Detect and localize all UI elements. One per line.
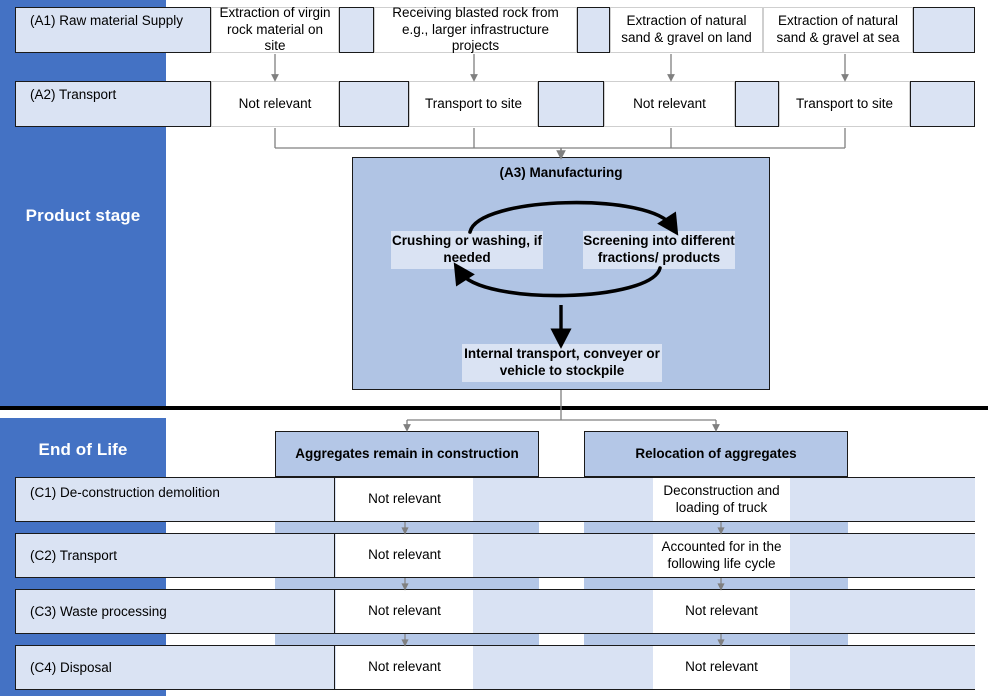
a1-option-2[interactable]: Extraction of natural sand & gravel on l… (610, 7, 763, 53)
a2-option-0[interactable]: Not relevant (211, 81, 339, 127)
a1-option-1-text: Receiving blasted rock from e.g., larger… (392, 4, 559, 54)
row-label-a1-text: (A1) Raw material Supply (30, 13, 184, 28)
a2-option-3-text: Transport to site (795, 95, 894, 111)
row-label-a2-text: (A2) Transport (30, 87, 117, 102)
eol-cell-r1-c1-text: Accounted for in the following life cycl… (661, 538, 782, 571)
eol-cell-r1-c1[interactable]: Accounted for in the following life cycl… (653, 534, 790, 577)
eol-cell-r2-c1-text: Not relevant (685, 603, 758, 619)
eol-cell-r2-c0-text: Not relevant (368, 603, 441, 619)
a2-option-1[interactable]: Transport to site (409, 81, 538, 127)
eol-cell-r1-c0[interactable]: Not relevant (336, 534, 473, 577)
a3-step-crushing-text: Crushing or washing, if needed (391, 233, 542, 265)
a3-step-internal-transport-text: Internal transport, conveyer or vehicle … (464, 346, 660, 378)
product-stage-label: Product stage (25, 206, 141, 225)
a1-chip-1 (577, 7, 610, 53)
a2-option-2[interactable]: Not relevant (604, 81, 735, 127)
a3-step-crushing[interactable]: Crushing or washing, if needed (391, 231, 543, 269)
end-of-life-label: End of Life (38, 440, 128, 459)
eol-cell-r0-c0-text: Not relevant (368, 491, 441, 507)
row-label-a2: (A2) Transport (15, 81, 211, 127)
eol-column-header-1: Relocation of aggregates (584, 431, 848, 477)
eol-column-header-0: Aggregates remain in construction (275, 431, 539, 477)
a1-option-0-text: Extraction of virgin rock material on si… (219, 4, 331, 54)
row-label-c2-text: (C2) Transport (30, 547, 118, 563)
a1-option-2-text: Extraction of natural sand & gravel on l… (621, 13, 752, 45)
eol-cell-r3-c1[interactable]: Not relevant (653, 646, 790, 689)
row-label-c4-text: (C4) Disposal (30, 659, 112, 675)
eol-cell-r2-c0[interactable]: Not relevant (336, 590, 473, 633)
row-label-c2: (C2) Transport (15, 533, 335, 578)
stage-divider-rule (0, 406, 988, 410)
a1-option-3-text: Extraction of natural sand & gravel at s… (776, 13, 900, 45)
a2-option-3[interactable]: Transport to site (779, 81, 910, 127)
row-label-c1: (C1) De-construction demolition (15, 477, 335, 522)
a1-option-3[interactable]: Extraction of natural sand & gravel at s… (763, 7, 913, 53)
eol-cell-r0-c1-text: Deconstruction and loading of truck (663, 482, 780, 515)
a1-chip-0 (339, 7, 374, 53)
a3-step-internal-transport[interactable]: Internal transport, conveyer or vehicle … (462, 344, 662, 382)
a3-step-screening[interactable]: Screening into different fractions/ prod… (583, 231, 735, 269)
a3-to-eol-bus (407, 390, 716, 421)
a1-option-0[interactable]: Extraction of virgin rock material on si… (211, 4, 339, 54)
eol-cell-r3-c0-text: Not relevant (368, 659, 441, 675)
a2-chip-2 (735, 81, 779, 127)
eol-cell-r0-c0[interactable]: Not relevant (336, 478, 473, 521)
eol-cell-r3-c0[interactable]: Not relevant (336, 646, 473, 689)
a2-chip-0 (339, 81, 409, 127)
a2-option-0-text: Not relevant (238, 95, 312, 111)
row-label-a1: (A1) Raw material Supply (15, 7, 211, 53)
a2-option-2-text: Not relevant (633, 95, 706, 111)
row-label-c3: (C3) Waste processing (15, 589, 335, 634)
a1-to-a2-arrows (271, 54, 849, 82)
a1-option-1[interactable]: Receiving blasted rock from e.g., larger… (374, 4, 577, 54)
a3-title: (A3) Manufacturing (499, 164, 623, 180)
a3-step-screening-text: Screening into different fractions/ prod… (583, 233, 735, 265)
row-label-c4: (C4) Disposal (15, 645, 335, 690)
eol-cell-r0-c1[interactable]: Deconstruction and loading of truck (653, 478, 790, 521)
eol-column-header-1-text: Relocation of aggregates (635, 445, 797, 461)
a2-chip-3 (910, 81, 975, 127)
eol-cell-r3-c1-text: Not relevant (685, 659, 758, 675)
eol-cell-r1-c0-text: Not relevant (368, 547, 441, 563)
a2-merge-bus (274, 128, 846, 149)
eol-column-header-0-text: Aggregates remain in construction (295, 445, 519, 461)
row-label-c1-text: (C1) De-construction demolition (30, 485, 220, 500)
a1-chip-3 (913, 7, 975, 53)
eol-cell-r2-c1[interactable]: Not relevant (653, 590, 790, 633)
product-stage-sidebar (0, 0, 166, 406)
row-label-c3-text: (C3) Waste processing (30, 603, 167, 619)
a2-chip-1 (538, 81, 604, 127)
a2-option-1-text: Transport to site (424, 95, 523, 111)
